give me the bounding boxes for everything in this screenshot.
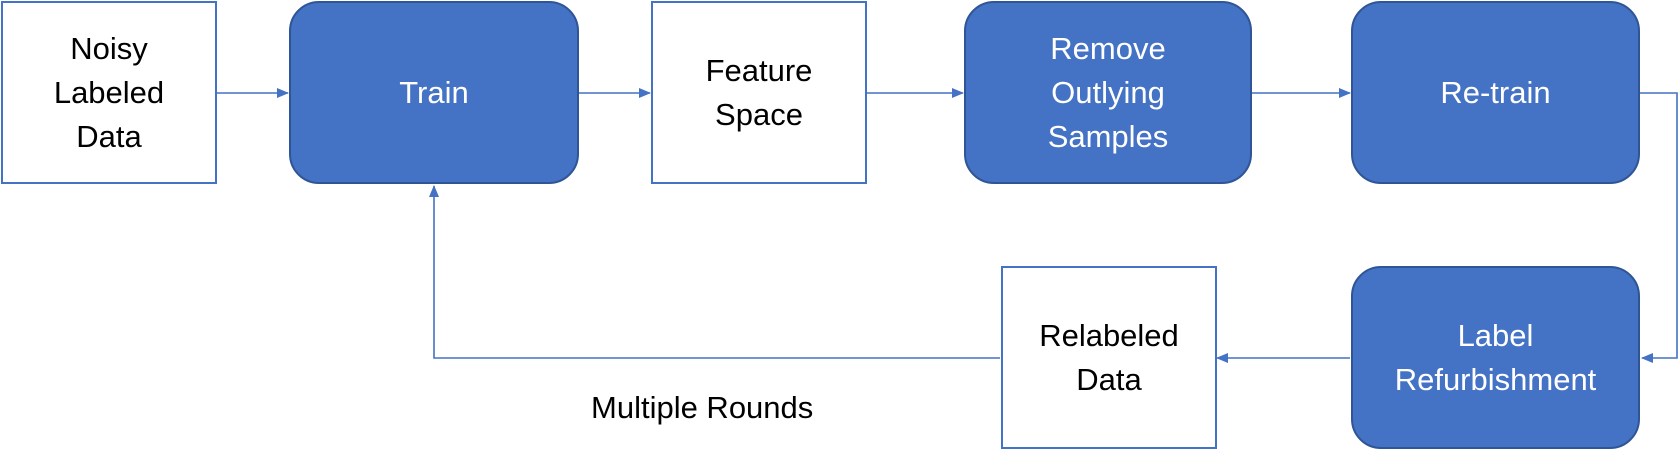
feature-space-node: Feature Space bbox=[651, 1, 867, 184]
arrow-retrain-to-label-refurbishment bbox=[1640, 92, 1678, 363]
node-label-line: Labeled bbox=[53, 74, 165, 110]
label-refurbishment-node: Label Refurbishment bbox=[1351, 266, 1640, 449]
relabeled-data-node: Relabeled Data bbox=[1001, 266, 1217, 449]
node-label-line: Feature bbox=[705, 52, 813, 88]
train-node: Train bbox=[289, 1, 579, 184]
arrow-relabeled-back-to-train bbox=[429, 185, 1000, 359]
noisy-labeled-data-node: Noisy Labeled Data bbox=[1, 1, 217, 184]
node-label-line: Remove bbox=[1050, 30, 1166, 66]
node-label-line: Re-train bbox=[1440, 74, 1551, 110]
node-label-line: Refurbishment bbox=[1394, 361, 1597, 397]
multiple-rounds-caption: Multiple Rounds bbox=[591, 390, 814, 425]
node-label-line: Data bbox=[1076, 361, 1142, 397]
node-label-line: Noisy bbox=[70, 30, 148, 66]
node-label-line: Space bbox=[715, 96, 803, 132]
node-label-line: Relabeled bbox=[1039, 317, 1179, 353]
node-label-line: Train bbox=[399, 74, 469, 110]
re-train-node: Re-train bbox=[1351, 1, 1640, 184]
node-label-line: Outlying bbox=[1051, 74, 1165, 110]
node-label-line: Data bbox=[76, 118, 142, 154]
node-label-line: Samples bbox=[1047, 118, 1169, 154]
remove-outlying-samples-node: Remove Outlying Samples bbox=[964, 1, 1252, 184]
node-label-line: Label bbox=[1457, 317, 1534, 353]
